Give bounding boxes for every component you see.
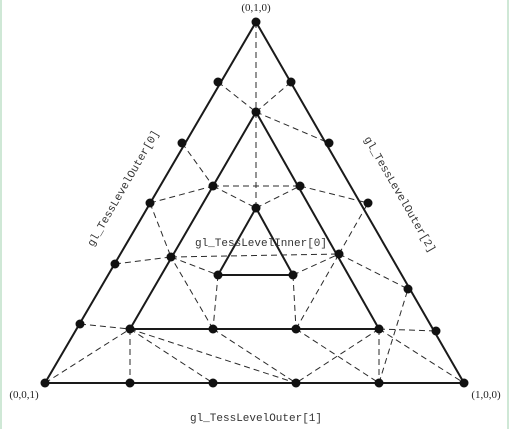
dashed-edge (212, 328, 297, 384)
vertex-dot (208, 378, 218, 388)
dashed-edge (378, 328, 465, 384)
solid-edge (129, 111, 257, 330)
dashed-edge (299, 185, 369, 204)
dashed-edge (212, 274, 219, 330)
dashed-edge (129, 328, 214, 384)
vertex-dot (291, 378, 301, 388)
vertex-dot (145, 198, 155, 208)
dashed-edge (292, 274, 297, 330)
dashed-edge (338, 253, 409, 290)
corner-label-right: (1,0,0) (471, 389, 501, 401)
dashed-edge (295, 253, 340, 330)
dashed-edge (295, 328, 380, 384)
dashed-edge (149, 185, 214, 204)
vertex-dot (208, 181, 218, 191)
vertex-dot (334, 249, 344, 259)
vertex-dot (75, 319, 85, 329)
vertex-dot (291, 324, 301, 334)
dashed-edge (170, 253, 340, 258)
edge-label-outer0: gl_TessLevelOuter[0] (86, 129, 162, 249)
dashed-edge (212, 185, 257, 209)
edge-label-inner0: gl_TessLevelInner[0] (195, 238, 327, 250)
vertex-dot (213, 77, 223, 87)
edge-label-outer1: gl_TessLevelOuter[1] (190, 413, 322, 425)
dashed-edge (255, 111, 330, 144)
dashed-edge (255, 81, 292, 113)
dashed-edge (114, 256, 172, 265)
edge-label-outer2: gl_TessLevelOuter[2] (361, 135, 437, 255)
dashed-edges (44, 22, 465, 384)
vertex-dot (208, 324, 218, 334)
vertex-dot (125, 324, 135, 334)
vertex-dot (459, 378, 469, 388)
vertex-dot (288, 270, 298, 280)
vertex-dot (213, 270, 223, 280)
vertex-dot (177, 138, 187, 148)
solid-edge (255, 111, 380, 330)
dashed-edge (181, 142, 214, 187)
dashed-edge (292, 253, 340, 276)
solid-edge (255, 207, 294, 276)
dashed-edge (170, 256, 214, 330)
dashed-edge (378, 328, 437, 332)
dashed-edge (217, 81, 257, 113)
vertex-dot (125, 378, 135, 388)
dashed-edge (149, 202, 172, 258)
dashed-edge (378, 288, 409, 384)
vertex-dot (295, 181, 305, 191)
vertex-dot (403, 284, 413, 294)
vertex-dot (374, 378, 384, 388)
vertex-dot (374, 324, 384, 334)
vertex-dot (363, 198, 373, 208)
vertex-dot (431, 326, 441, 336)
vertex-dot (324, 138, 334, 148)
dashed-edge (79, 323, 131, 330)
dashed-edge (129, 328, 297, 384)
dashed-edge (44, 328, 131, 384)
dashed-edge (295, 328, 380, 384)
corner-label-top: (0,1,0) (241, 2, 271, 14)
corner-label-left: (0,0,1) (9, 389, 39, 401)
vertex-dot (286, 77, 296, 87)
dashed-edge (170, 256, 219, 276)
vertex-dot (251, 203, 261, 213)
vertex-dot (166, 252, 176, 262)
solid-edge (217, 207, 257, 276)
vertex-dot (251, 107, 261, 117)
vertices (40, 17, 469, 388)
vertex-dot (251, 17, 261, 27)
vertex-dot (110, 259, 120, 269)
dashed-edge (255, 185, 301, 209)
vertex-dot (40, 378, 50, 388)
